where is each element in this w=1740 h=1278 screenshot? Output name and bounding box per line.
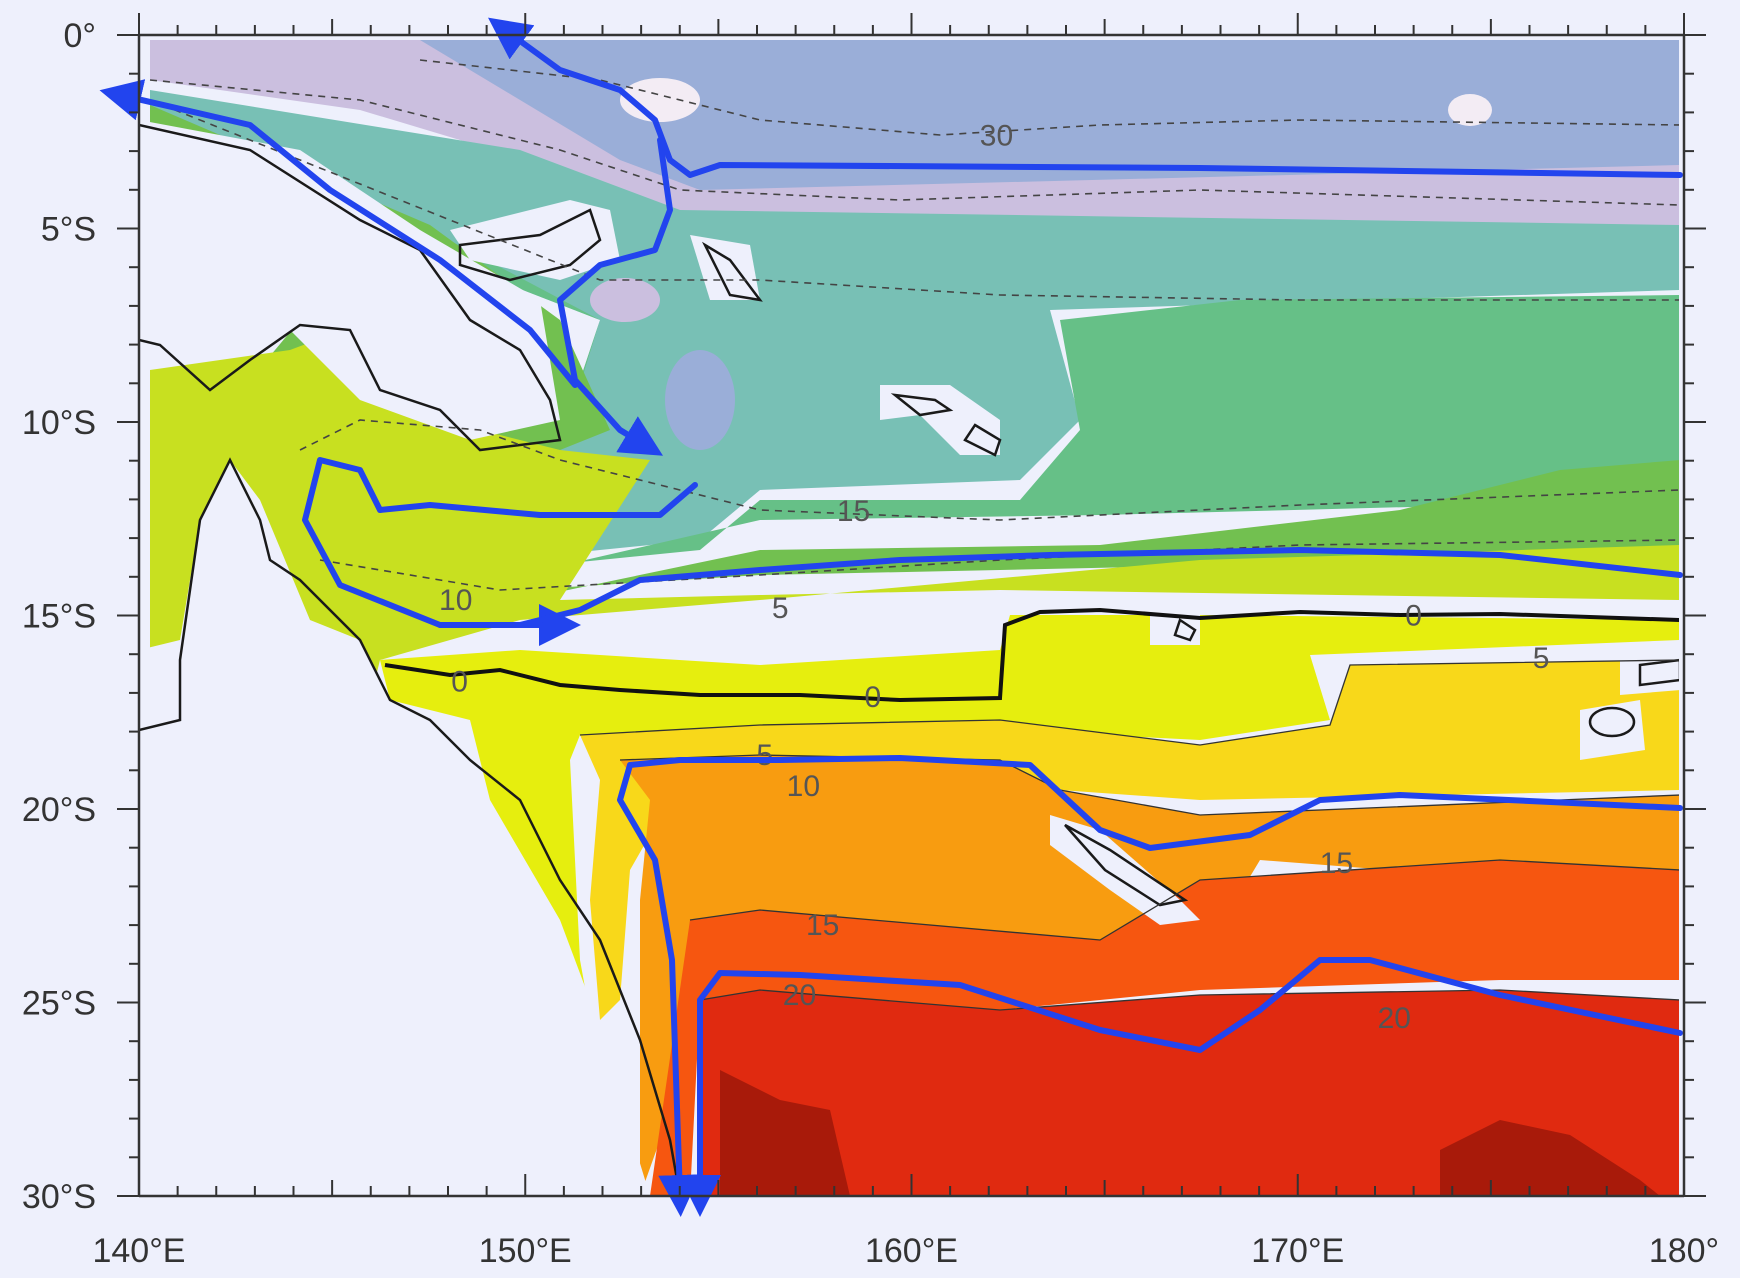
axis-tick-labels: 140°E 150°E 160°E 170°E 180° 0° 5°S 10°S 15°S 20°… — [22, 17, 1719, 1270]
contour-label: 15 — [1320, 847, 1353, 880]
y-tick-label: 20°S — [22, 791, 96, 829]
contour-label: 20 — [783, 979, 816, 1012]
purple-eddy — [590, 278, 660, 322]
contour-label: 0 — [1405, 600, 1422, 633]
contour-m5 — [579, 659, 1679, 746]
contour-labels: 30 15 10 5 0 0 0 5 5 10 15 15 20 20 — [439, 120, 1549, 1035]
new-guinea-land — [139, 120, 560, 440]
fiji-east-land — [1580, 700, 1645, 760]
band-0-5 — [150, 335, 1679, 700]
x-tick-label: 180° — [1649, 1232, 1719, 1270]
band-10-15 — [150, 120, 1679, 575]
current-solomon-loop — [302, 457, 698, 646]
band-m25-m20 — [700, 990, 1679, 1196]
coastlines — [139, 123, 1679, 1196]
vanuatu-coastline — [890, 393, 1002, 457]
y-tick-label: 15°S — [22, 598, 96, 636]
contour-30 — [419, 59, 1679, 136]
y-tick-label: 30°S — [22, 1178, 96, 1216]
contour-m15 — [689, 859, 1679, 941]
fiji-east-coastline — [1588, 706, 1636, 738]
australia-coastline — [139, 457, 682, 1196]
contour-m10 — [619, 754, 1679, 816]
contour-label: 20 — [1378, 1002, 1411, 1035]
band-lt-m25-a — [720, 1070, 850, 1196]
current-arrows — [99, 17, 1683, 1217]
current-png-coastal — [557, 137, 673, 456]
y-tick-label: 10°S — [22, 404, 96, 442]
zero-contour-west — [384, 607, 1679, 703]
current-sec-25s — [679, 957, 1683, 1217]
samoa-coastline — [1638, 658, 1679, 687]
y-tick-label: 0° — [63, 17, 96, 55]
band-m20-m15 — [650, 860, 1679, 1196]
contour-label: 15 — [806, 909, 839, 942]
band-lt-m25-b — [1440, 1120, 1660, 1196]
solid-contours — [579, 659, 1679, 1011]
new-caledonia-land — [1050, 815, 1200, 925]
contour-label: 15 — [837, 495, 870, 528]
x-tick-label: 170°E — [1251, 1232, 1344, 1270]
contour-label: 5 — [1533, 642, 1550, 675]
y-tick-label: 5°S — [41, 211, 96, 249]
contour-label: 0 — [865, 681, 882, 714]
contour-label: 5 — [772, 592, 789, 625]
current-sec-20s — [617, 755, 1683, 1217]
contour-label: 10 — [787, 770, 820, 803]
new-caledonia-coastline — [1064, 823, 1189, 907]
x-tick-label: 150°E — [479, 1232, 572, 1270]
samoa-land — [1620, 655, 1679, 695]
contour-m20 — [699, 989, 1679, 1011]
band-gt-30-b — [1448, 94, 1492, 126]
zero-contours — [384, 607, 1679, 703]
contour-label: 30 — [980, 120, 1013, 153]
contour-label: 0 — [451, 665, 468, 698]
contour-25 — [149, 79, 1679, 206]
x-tick-label: 160°E — [865, 1232, 958, 1270]
australia-land — [139, 460, 650, 1196]
y-tick-label: 25°S — [22, 985, 96, 1023]
contour-label: 10 — [439, 584, 472, 617]
axis-ticks — [117, 13, 1706, 1197]
fiji-coastline — [1173, 618, 1197, 642]
dashed-contours — [149, 59, 1679, 591]
band-20-25 — [420, 40, 1679, 190]
new-guinea-coastline — [139, 123, 562, 452]
contour-label: 5 — [756, 739, 773, 772]
blue-eddy — [665, 350, 735, 450]
x-tick-label: 140°E — [92, 1232, 185, 1270]
current-png-northwest — [99, 79, 578, 388]
contour-10 — [319, 539, 1679, 591]
current-sec-middle — [437, 547, 1683, 628]
contour-20 — [149, 99, 1679, 301]
vanuatu-land — [880, 385, 1000, 455]
new-britain-coastline — [458, 208, 602, 282]
current-equatorial-north — [488, 17, 1683, 178]
band-m10-m5 — [580, 660, 1679, 1020]
solomon-coastline — [701, 241, 763, 302]
